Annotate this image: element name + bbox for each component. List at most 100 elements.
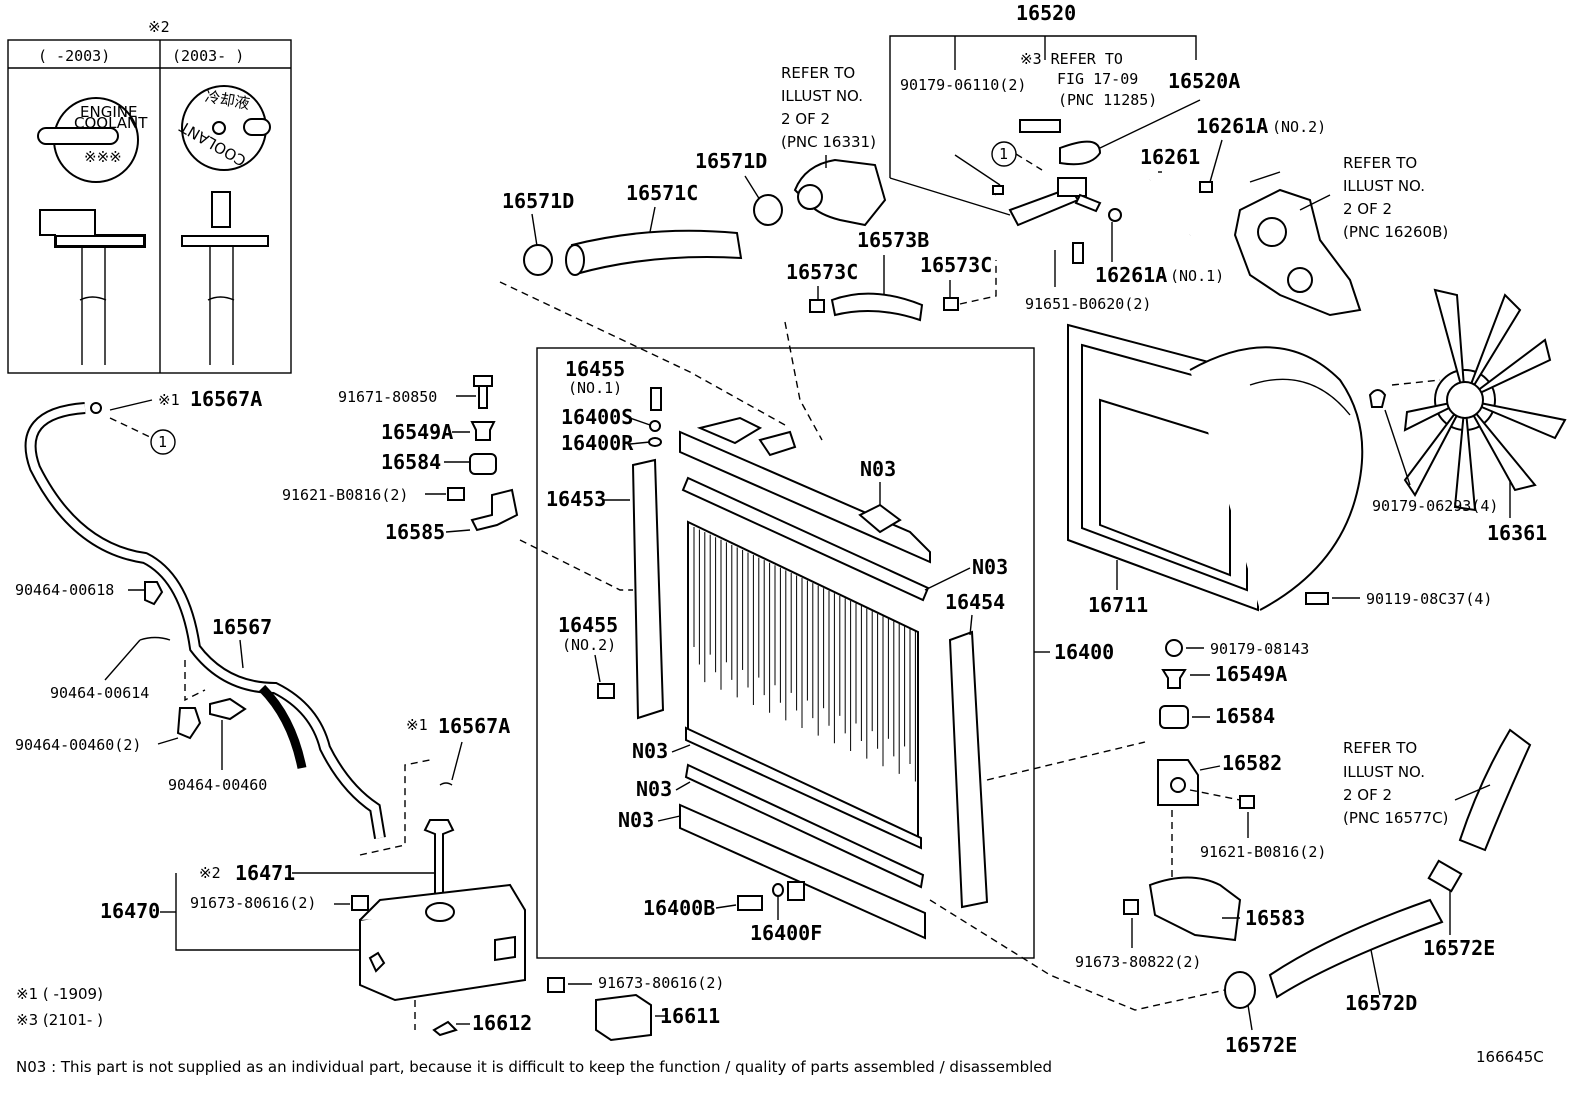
mark1-top: ※1 <box>158 391 180 409</box>
ref-11285-line3: (PNC 11285) <box>1058 91 1157 109</box>
label-16573B: 16573B <box>857 228 929 252</box>
label-16454: 16454 <box>945 590 1005 614</box>
label-91673-80822: 91673-80822(2) <box>1075 953 1201 971</box>
svg-text:REFER TO: REFER TO <box>1343 739 1417 757</box>
svg-text:ILLUST NO.: ILLUST NO. <box>781 87 863 105</box>
radiator-assembly-frame <box>536 347 1035 959</box>
label-91673-80616-a: 91673-80616(2) <box>190 894 316 912</box>
label-90179-06110: 90179-06110(2) <box>900 76 1026 94</box>
label-16400: 16400 <box>1054 640 1114 664</box>
bolt-90119-icon <box>1305 592 1329 605</box>
cap-right-icon: 冷却液 COOLANT <box>176 85 271 365</box>
clamp-16571D-b-icon <box>753 194 783 226</box>
gasket-lower-icon <box>684 763 925 889</box>
legend-note3: ※3 (2101- ) <box>16 1011 103 1029</box>
cap-left-icon: ENGINE COOLANT ※※※ <box>37 97 148 365</box>
clamp-16572E-b-icon <box>1224 971 1256 1009</box>
label-16567A-mid: 16567A <box>438 714 510 738</box>
bolt-91671-icon <box>473 375 493 387</box>
clamp-90464-00460-icon <box>209 697 247 721</box>
label-16612: 16612 <box>472 1011 532 1035</box>
hose-16567-group: 16567A ※1 1 16567 90464-00618 90464-0061… <box>15 387 431 856</box>
upper-hoses: 16571D 16571C 16571D 16573B 16573C 16573… <box>502 149 997 322</box>
ref-11285-line2: FIG 17-09 <box>1057 70 1138 88</box>
label-16400S: 16400S <box>561 405 633 429</box>
svg-text:(PNC 16577C): (PNC 16577C) <box>1343 809 1448 827</box>
label-90119: 90119-08C37(4) <box>1366 590 1492 608</box>
label-16549A-l: 16549A <box>381 420 453 444</box>
bracket-16583-icon <box>1148 876 1242 942</box>
clamp-90464-00460-2-icon <box>176 707 202 740</box>
label-n03-a: N03 <box>860 457 896 481</box>
svg-text:ENGINE: ENGINE <box>80 103 137 121</box>
label-16584-r: 16584 <box>1215 704 1275 728</box>
cushion-16584-l-icon <box>469 453 497 475</box>
core-fins <box>693 527 916 782</box>
side-member-16454-icon <box>948 630 989 909</box>
fan-16361-icon: 90179-06293(4) 16361 <box>1368 288 1567 545</box>
side-member-16453-icon <box>631 458 665 720</box>
ref-16331: REFER TO ILLUST NO. 2 OF 2 (PNC 16331) <box>781 64 887 227</box>
svg-text:COOLANT: COOLANT <box>74 114 148 132</box>
label-16567: 16567 <box>212 615 272 639</box>
svg-text:2 OF 2: 2 OF 2 <box>1343 200 1392 218</box>
label-16573C-b: 16573C <box>920 253 992 277</box>
label-16455-no2-sfx: (NO.2) <box>562 636 616 654</box>
svg-text:1: 1 <box>999 145 1008 163</box>
cap-inset: ※2 ( -2003) (2003- ) ENGINE COOLANT ※※※ … <box>7 18 292 374</box>
label-90464-00618: 90464-00618 <box>15 581 114 599</box>
label-16583: 16583 <box>1245 906 1305 930</box>
svg-text:ILLUST NO.: ILLUST NO. <box>1343 177 1425 195</box>
label-16455-no1: 16455 <box>565 357 625 381</box>
label-16572E-a: 16572E <box>1423 936 1495 960</box>
pump-housing-icon <box>1233 188 1362 317</box>
collar-16549A-l-icon <box>470 421 496 441</box>
bolt-91673-80616-b-icon <box>547 977 565 993</box>
label-16520: 16520 <box>1016 1 1076 25</box>
bolt-91673-80616-a-icon <box>351 895 369 911</box>
label-16611: 16611 <box>660 1004 720 1028</box>
label-91621-l: 91621-B0816(2) <box>282 486 408 504</box>
left-bracket-stack: 91671-80850 16549A 16584 91621-B0816(2) … <box>282 375 519 544</box>
label-90464-00460-2: 90464-00460(2) <box>15 736 141 754</box>
bolt-91621-r-icon <box>1239 795 1255 809</box>
inset-col-left: ( -2003) <box>38 47 110 65</box>
nut-90179-06293-icon <box>1368 389 1387 408</box>
right-mount-parts: 90179-08143 16549A 16584 16582 91621-B08… <box>1075 639 1326 971</box>
label-16261: 16261 <box>1140 145 1200 169</box>
svg-text:1: 1 <box>158 433 167 451</box>
label-16261A-no1-sfx: (NO.1) <box>1170 267 1224 285</box>
bolt-16455-no1-icon <box>650 387 662 411</box>
label-16400B: 16400B <box>643 896 715 920</box>
svg-text:2 OF 2: 2 OF 2 <box>781 110 830 128</box>
svg-text:※※※: ※※※ <box>84 148 122 166</box>
label-n03-c: N03 <box>632 739 668 763</box>
clamp-16572E-a-icon <box>1427 859 1463 893</box>
label-16711: 16711 <box>1088 593 1148 617</box>
svg-text:REFER TO: REFER TO <box>1343 154 1417 172</box>
label-16571D-b: 16571D <box>695 149 767 173</box>
label-91671: 91671-80850 <box>338 388 437 406</box>
label-90179-06293: 90179-06293(4) <box>1372 497 1498 515</box>
reservoir-tank-group: ※1 16567A ※2 16471 16470 91673-80616(2) … <box>100 714 532 1037</box>
clamp-16571D-a-icon <box>523 244 553 276</box>
label-16584-l: 16584 <box>381 450 441 474</box>
lower-hose-group: REFER TO ILLUST NO. 2 OF 2 (PNC 16577C) … <box>1224 728 1532 1057</box>
svg-text:(PNC 16260B): (PNC 16260B) <box>1343 223 1448 241</box>
drain-cock-icon <box>737 895 763 911</box>
label-16572D: 16572D <box>1345 991 1417 1015</box>
bracket-16611-icon <box>595 993 652 1042</box>
ref-11285-line1: ※3 REFER TO <box>1020 50 1123 68</box>
cap-16471-icon <box>423 819 455 897</box>
bolt-91673-80822-icon <box>1123 899 1139 915</box>
label-16453: 16453 <box>546 487 606 511</box>
label-16582: 16582 <box>1222 751 1282 775</box>
cap-16520A-icon <box>1059 140 1102 166</box>
shroud-16711-icon: 16711 <box>1067 323 1364 617</box>
bracket-16611-group: 91673-80616(2) 16611 <box>547 974 724 1042</box>
label-16455-no1-sfx: (NO.1) <box>568 379 622 397</box>
label-16400F: 16400F <box>750 921 822 945</box>
hose-16571C-icon <box>570 229 743 276</box>
svg-text:2 OF 2: 2 OF 2 <box>1343 786 1392 804</box>
